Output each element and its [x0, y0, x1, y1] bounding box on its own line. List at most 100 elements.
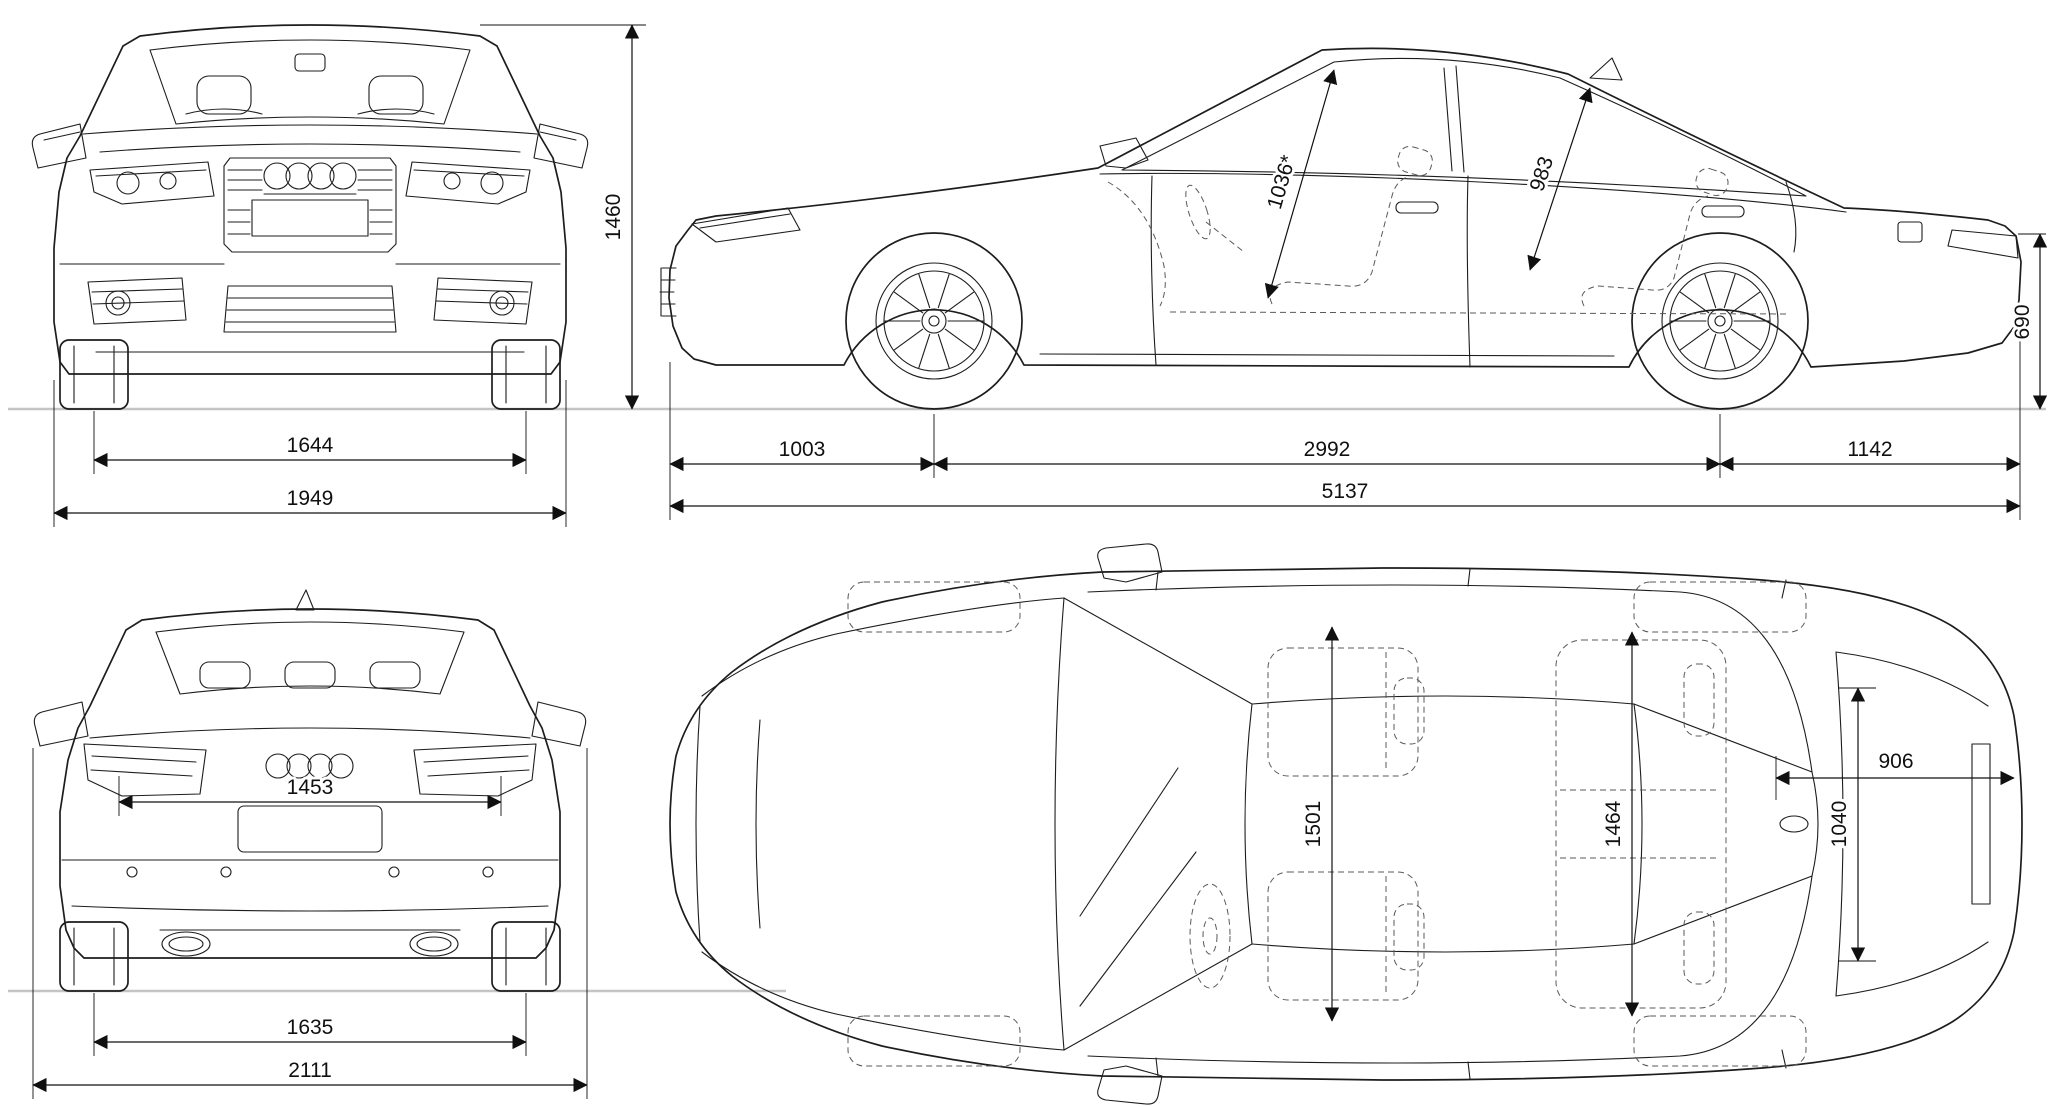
parking-sensor — [388, 866, 400, 878]
rear-door-cut — [1466, 175, 1471, 368]
front-door-cut — [1150, 175, 1157, 366]
rear-right-mirror — [531, 701, 587, 747]
dim-front-headroom: 1036* — [1263, 153, 1300, 212]
dim-front-height: 1460 — [602, 194, 625, 241]
side-headlight — [691, 207, 801, 243]
right-fog-light — [489, 290, 515, 316]
wheel-hidden — [847, 1015, 1021, 1067]
audi-rings-rear — [265, 753, 354, 779]
dim-width-with-mirrors: 2111 — [288, 1059, 332, 1082]
rear-view-dimensions: 1453 1635 2111 — [32, 748, 588, 1099]
steering-wheel-top — [1189, 883, 1231, 989]
rocker-line — [1039, 353, 1615, 357]
front-body-outline — [53, 24, 567, 375]
center-air-intake — [223, 285, 397, 333]
wipers — [1079, 767, 1197, 1007]
side-view: 1036* 983 1003 2992 1142 5137 690 — [659, 47, 2048, 520]
front-left-tire — [59, 339, 129, 410]
top-mirror-upper — [1097, 543, 1163, 583]
top-view-dimensions: 1501 1464 906 1040 — [1299, 626, 2015, 1022]
dim-rear-cabin-width: 1464 — [1602, 800, 1625, 847]
rear-seat — [1581, 195, 1709, 307]
hood-line — [82, 124, 538, 135]
front-windshield — [149, 39, 471, 125]
top-body-outline — [669, 567, 2023, 1081]
rear-antenna-fin — [295, 589, 315, 611]
dim-length: 5137 — [1322, 480, 1369, 503]
wheel-hidden — [1633, 581, 1807, 633]
trunk-trim — [1971, 743, 1991, 905]
rear-right-tire — [491, 921, 561, 992]
wheel-hidden — [1633, 1015, 1807, 1067]
front-view: 1644 1949 1460 — [31, 24, 646, 527]
left-exhaust — [161, 931, 211, 957]
front-grille-slats — [659, 267, 677, 317]
dim-front-width: 1949 — [287, 487, 334, 510]
left-mirror — [31, 123, 87, 169]
left-headlight — [89, 161, 215, 205]
rear-body-outline — [59, 608, 561, 959]
side-windows — [1121, 57, 1807, 197]
parking-sensor — [220, 866, 232, 878]
front-wheel — [845, 232, 1023, 410]
right-mirror — [533, 123, 589, 169]
b-pillar — [1443, 65, 1465, 173]
rear-door-handle — [1701, 205, 1745, 218]
steering-wheel-side — [1185, 184, 1211, 240]
rear-window — [155, 621, 465, 695]
rear-headrest-right — [369, 661, 421, 689]
left-air-intake — [87, 277, 187, 325]
interior-hidden-lines — [1107, 145, 1791, 315]
rear-left-mirror — [33, 701, 89, 747]
front-seat — [1269, 175, 1411, 305]
rear-wheel — [1631, 232, 1809, 410]
side-body-outline — [668, 47, 2022, 368]
right-headlight — [405, 161, 531, 205]
hood-cut-lines — [835, 597, 1065, 1051]
dim-rear-deck-height: 690 — [2011, 304, 2034, 339]
seats-top-view — [1189, 639, 1727, 1009]
door-cut-marks — [1155, 568, 1787, 1080]
rear-view: 1453 1635 2111 — [32, 589, 588, 1099]
roof-antenna-fin — [1589, 57, 1623, 81]
rear-headrest-center — [284, 661, 336, 689]
front-headrest-right — [368, 75, 424, 115]
trunk-lid-top — [1835, 651, 1989, 997]
dim-front-overhang: 1003 — [779, 438, 826, 461]
rear-license-recess — [237, 805, 383, 853]
dim-front-track: 1644 — [287, 434, 334, 457]
rearview-mirror — [294, 53, 326, 72]
front-headrest-left — [196, 75, 252, 115]
dim-rear-headroom: 983 — [1525, 154, 1558, 194]
dim-rear-inner-width: 1453 — [287, 776, 334, 799]
right-exhaust — [409, 931, 459, 957]
side-view-dimensions: 1003 2992 1142 5137 690 — [669, 233, 2048, 520]
right-taillight — [413, 743, 537, 797]
rear-left-tire — [59, 921, 129, 992]
ground-lines — [8, 407, 2046, 993]
antenna-fin-top — [1779, 815, 1809, 833]
top-view: 1501 1464 906 1040 — [669, 543, 2023, 1105]
side-interior-dimensions: 1036* 983 — [1260, 69, 1593, 299]
windshield-top — [1054, 597, 1253, 1051]
top-mirror-lower — [1097, 1065, 1163, 1105]
dim-rear-track: 1635 — [287, 1016, 334, 1039]
left-fog-light — [105, 290, 131, 316]
front-right-tire — [491, 339, 561, 410]
fuel-door — [1897, 221, 1923, 243]
dim-trunk-length: 906 — [1878, 750, 1913, 773]
license-plate — [251, 199, 369, 237]
parking-sensor — [482, 866, 494, 878]
dim-front-cabin-width: 1501 — [1302, 801, 1325, 848]
front-view-dimensions: 1644 1949 1460 — [53, 24, 646, 527]
taillight-side — [1947, 229, 2019, 259]
side-mirror — [1099, 137, 1149, 169]
trunk-edge — [89, 727, 531, 739]
front-grille — [223, 157, 397, 253]
dashboard — [1107, 181, 1166, 307]
dim-rear-overhang: 1142 — [1847, 438, 1892, 461]
rear-headrest-left — [199, 661, 251, 689]
left-taillight — [83, 743, 207, 797]
dim-wheelbase: 2992 — [1304, 438, 1351, 461]
